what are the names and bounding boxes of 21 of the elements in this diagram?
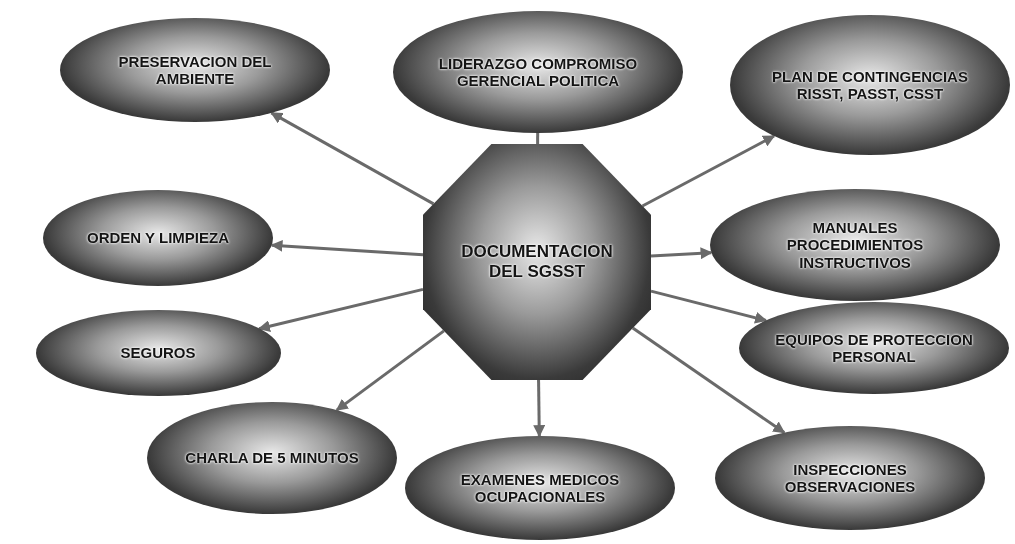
node-label: CHARLA DE 5 MINUTOS [185, 449, 359, 467]
arrow [335, 329, 445, 412]
arrow [270, 239, 424, 257]
arrow [533, 379, 546, 438]
node-label: MANUALES PROCEDIMIENTOS INSTRUCTIVOS [785, 219, 925, 271]
node-label: EQUIPOS DE PROTECCION PERSONAL [774, 330, 974, 366]
connector-line [536, 133, 540, 144]
node-label: SEGUROS [120, 344, 196, 362]
arrow [650, 247, 713, 260]
arrow [650, 289, 768, 324]
node-label: LIDERAZGO COMPROMISO GERENCIAL POLITICA [437, 54, 639, 90]
node-label: EXAMENES MEDICOS OCUPACIONALES [459, 470, 621, 506]
node-label: DOCUMENTACION DEL SGSST [461, 242, 613, 282]
arrow [641, 134, 776, 208]
node-label: PRESERVACION DEL AMBIENTE [117, 52, 273, 88]
arrow [257, 287, 424, 333]
arrow [631, 326, 786, 434]
node-label: INSPECCIONES OBSERVACIONES [783, 460, 917, 496]
node-label: ORDEN Y LIMPIEZA [87, 229, 229, 247]
arrow [270, 111, 435, 206]
node-label: PLAN DE CONTINGENCIAS RISST, PASST, CSST [771, 67, 969, 103]
